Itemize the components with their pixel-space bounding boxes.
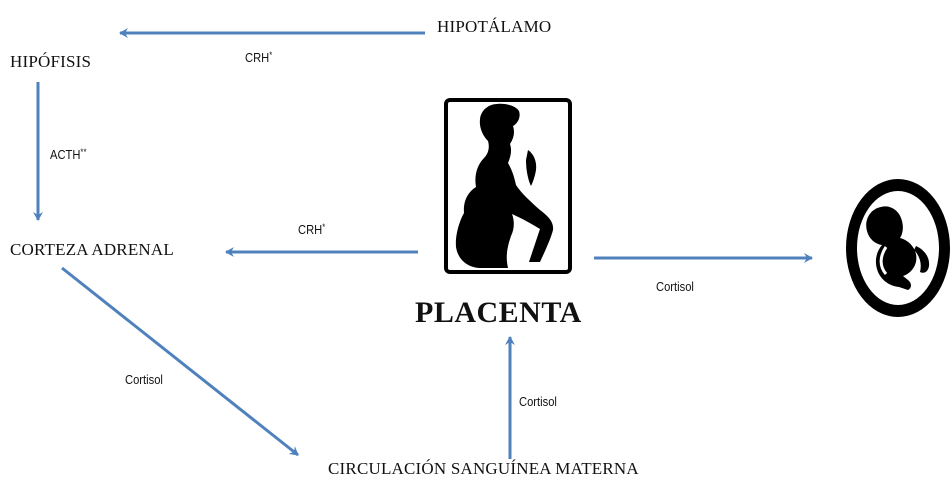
edge-label-cortisol-left: Cortisol <box>125 372 163 387</box>
edge-label-crh-top-text: CRH <box>245 50 269 65</box>
edge-label-cortisol-right: Cortisol <box>656 279 694 294</box>
node-corteza-adrenal: CORTEZA ADRENAL <box>10 240 174 260</box>
edge-label-acth-text: ACTH <box>50 147 80 162</box>
pregnant-woman-silhouette-icon <box>446 100 570 272</box>
arrow-corteza-to-circulacion <box>62 268 298 455</box>
node-placenta: PLACENTA <box>415 296 582 330</box>
node-hipotalamo: HIPOTÁLAMO <box>437 17 551 37</box>
fetus-in-womb-icon <box>846 179 950 317</box>
edge-label-acth: ACTH** <box>50 147 86 162</box>
edge-label-crh-middle-text: CRH <box>298 222 322 237</box>
node-hipofisis: HIPÓFISIS <box>10 52 91 72</box>
edge-label-crh-middle-mark: * <box>322 222 325 232</box>
edge-label-cortisol-bottom: Cortisol <box>519 394 557 409</box>
node-circulacion-sanguinea: CIRCULACIÓN SANGUÍNEA MATERNA <box>328 459 639 479</box>
edge-label-crh-top-mark: * <box>269 50 272 60</box>
edge-label-crh-top: CRH* <box>245 50 272 65</box>
edge-label-acth-mark: ** <box>80 147 86 157</box>
edge-label-crh-middle: CRH* <box>298 222 325 237</box>
